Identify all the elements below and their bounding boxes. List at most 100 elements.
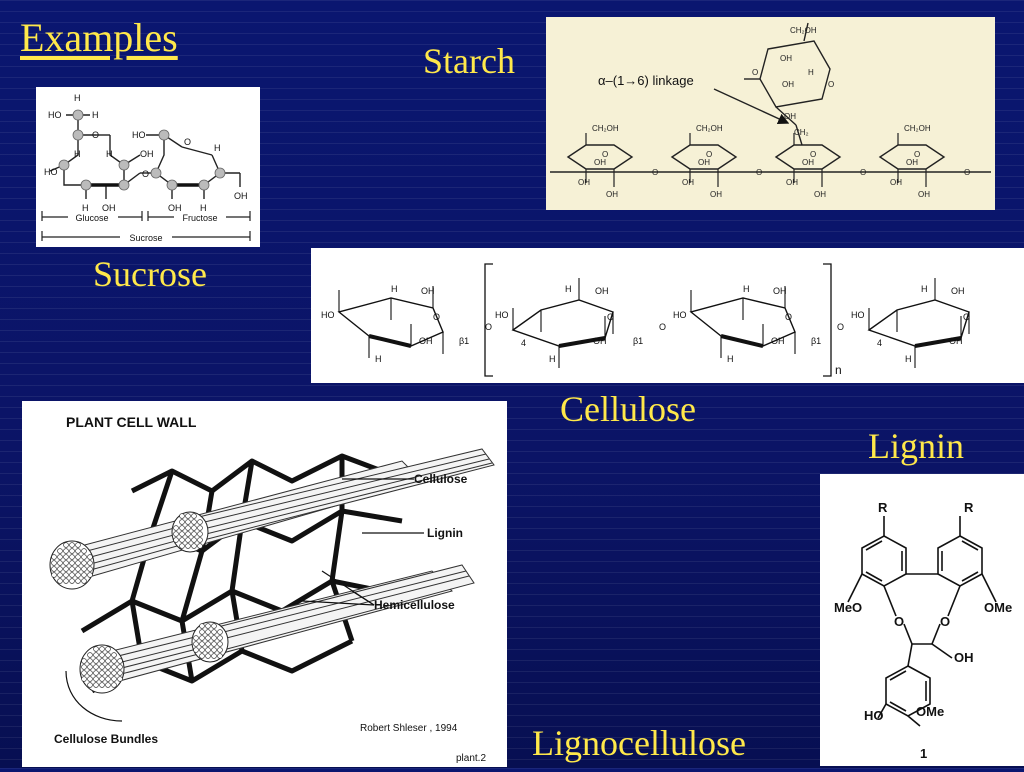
position-4-label: 4 <box>877 338 882 348</box>
oh-label: OH <box>773 286 787 296</box>
fiber-end-dot <box>57 554 63 560</box>
fiber-end-dot <box>105 670 111 676</box>
svg-text:O: O <box>860 168 866 177</box>
callout-lignin: Lignin <box>427 526 463 540</box>
fiber-end-dot <box>105 676 111 682</box>
sucrose-caption: Sucrose <box>129 233 162 243</box>
fiber-end-dot <box>205 641 211 647</box>
plant-cell-wall-figure: PLANT CELL WALL <box>22 401 507 767</box>
fiber-end-dot <box>197 543 203 549</box>
h-label: H <box>549 354 556 364</box>
fiber-end-dot <box>205 635 211 641</box>
fiber-end-dot <box>179 525 185 531</box>
ch2oh-label: CH₂OH <box>696 124 723 133</box>
fiber-end-dot <box>199 635 205 641</box>
svg-text:OH: OH <box>140 149 154 159</box>
fiber-end-dot <box>57 572 63 578</box>
oh-label: OH <box>421 286 435 296</box>
fiber-end-dot <box>93 646 99 652</box>
fiber-end-dot <box>193 647 199 653</box>
fiber-end-dot <box>197 531 203 537</box>
fiber-end-dot <box>217 641 223 647</box>
fiber-end-dot <box>105 652 111 658</box>
glycosidic-o-label: O <box>485 322 492 332</box>
fiber-end-dot <box>69 572 75 578</box>
linkage-label: α–(1→6) linkage <box>598 73 694 88</box>
ho-label: HO <box>321 310 335 320</box>
fiber-end-dot <box>51 566 57 572</box>
oh-label: OH <box>593 336 607 346</box>
fiber-end-dot <box>193 635 199 641</box>
fiber-end-dot <box>217 647 223 653</box>
compound-number: 1 <box>920 746 927 761</box>
oh-label: OH <box>814 190 826 199</box>
h-label: H <box>921 284 928 294</box>
svg-text:H: H <box>200 203 207 213</box>
fiber-end-dot <box>179 537 185 543</box>
fiber-end-dot <box>105 682 111 688</box>
glucose-caption: Glucose <box>75 213 108 223</box>
oh-label: OH <box>906 158 918 167</box>
fiber-end-dot <box>211 635 217 641</box>
fiber-end-dot <box>199 629 205 635</box>
fiber-end-dot <box>199 647 205 653</box>
plate-number: plant.2 <box>456 753 486 764</box>
oh-label: OH <box>786 178 798 187</box>
fiber-end-dot <box>87 652 93 658</box>
svg-text:HO: HO <box>48 110 62 120</box>
fiber-end-dot <box>185 543 191 549</box>
oh-label: OH <box>606 190 618 199</box>
lignin-structure-figure: R R MeO OMe O O OH HO OMe 1 <box>820 474 1024 766</box>
starch-structure-figure: CH₂OH O OH H OH O OH α–(1→6) linkage CH₂… <box>546 17 995 210</box>
svg-text:H: H <box>106 149 113 159</box>
oh-label: OH <box>890 178 902 187</box>
svg-text:OH: OH <box>780 54 792 63</box>
fiber-end-dot <box>217 635 223 641</box>
fiber-end-dot <box>81 658 87 664</box>
oh-label: OH <box>594 158 606 167</box>
fiber-end-dot <box>57 566 63 572</box>
fiber-end-dot <box>99 682 105 688</box>
fiber-end-dot <box>81 566 87 572</box>
fiber-end-dot <box>87 670 93 676</box>
sucrose-label: Sucrose <box>93 254 207 294</box>
ring-o-label: O <box>785 312 792 322</box>
fiber-end-dot <box>69 548 75 554</box>
fiber-end-dot <box>179 531 185 537</box>
fiber-end-dot <box>211 623 217 629</box>
fiber-end-dot <box>51 572 57 578</box>
fiber-end-dot <box>99 670 105 676</box>
svg-text:O: O <box>752 68 758 77</box>
fiber-end-dot <box>117 658 123 664</box>
h-label: H <box>727 354 734 364</box>
fiber-end-dot <box>199 653 205 659</box>
oh-label: OH <box>802 158 814 167</box>
oh-label: OH <box>578 178 590 187</box>
fiber-end-dot <box>51 554 57 560</box>
fiber-end-dot <box>205 629 211 635</box>
fiber-end-dot <box>75 548 81 554</box>
position-4-label: 4 <box>521 338 526 348</box>
fiber-end-dot <box>63 554 69 560</box>
fiber-end-dot <box>117 664 123 670</box>
plant-cell-wall-svg: PLANT CELL WALL <box>49 414 495 764</box>
svg-text:OH: OH <box>784 112 796 121</box>
fiber-end-dot <box>69 578 75 584</box>
fiber-end-dot <box>211 653 217 659</box>
fiber-end-dot <box>99 664 105 670</box>
svg-text:OH: OH <box>234 191 248 201</box>
svg-text:H: H <box>74 93 81 103</box>
fiber-end-dot <box>99 652 105 658</box>
fiber-end-dot <box>111 676 117 682</box>
fiber-end-dot <box>57 560 63 566</box>
r-left-label: R <box>878 500 888 515</box>
fiber-end-dot <box>197 525 203 531</box>
fiber-end-dot <box>99 676 105 682</box>
fiber-end-dot <box>179 513 185 519</box>
fiber-end-dot <box>81 676 87 682</box>
fiber-end-dot <box>63 542 69 548</box>
fiber-end-dot <box>179 543 185 549</box>
fiber-end-dot <box>63 578 69 584</box>
fiber-end-dot <box>75 578 81 584</box>
